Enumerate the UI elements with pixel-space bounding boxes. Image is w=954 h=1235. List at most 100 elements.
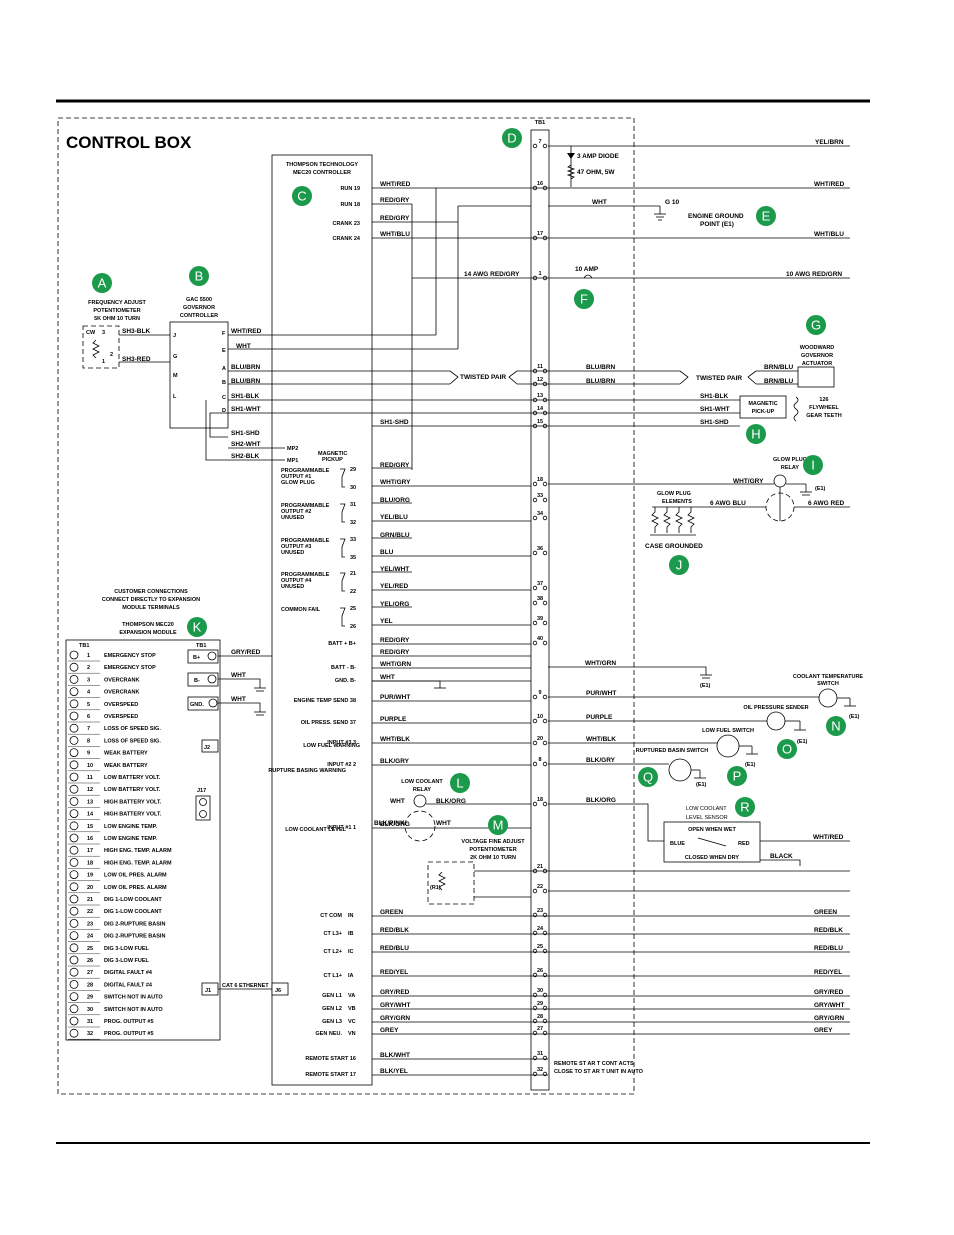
- output-name-3: GLOW PLUG: [281, 480, 315, 486]
- tb-strip-number: 12: [537, 377, 543, 383]
- gen-term-wire: RED/YEL: [380, 969, 408, 976]
- exp-j2: [201, 739, 219, 753]
- gen-term-right-wire: GRY/GRN: [814, 1015, 844, 1022]
- tb-strip-number: 24: [537, 926, 544, 932]
- tb1-number: 26: [87, 958, 93, 964]
- tb1-function: OVERCRANK: [104, 690, 139, 696]
- tb1-screw: [69, 955, 79, 965]
- tb1-function: SWITCH NOT IN AUTO: [104, 995, 163, 1001]
- callout-letter: P: [733, 769, 742, 784]
- tb1-number: 3: [87, 677, 90, 683]
- callout-letter: J: [676, 558, 683, 573]
- gen-term-label: CT L3+: [324, 931, 343, 937]
- tb1-number: 12: [87, 787, 93, 793]
- gen-term-pin: IN: [348, 913, 354, 919]
- j6-label: J6: [275, 988, 281, 994]
- ground-e1-a: (E1): [700, 683, 711, 689]
- tb1-number: 6: [87, 714, 90, 720]
- tb1-screw: [69, 882, 79, 892]
- sh1-wht-right: SH1-WHT: [700, 406, 730, 413]
- gen-term-label: CT COM: [320, 913, 342, 919]
- tb-blu-brn-11: BLU/BRN: [586, 364, 616, 371]
- exp-wht-1: WHT: [231, 672, 246, 679]
- mec20-controller: [271, 154, 373, 1086]
- output-name-3: UNUSED: [281, 515, 304, 521]
- tb1-function: DIG 3-LOW FUEL: [104, 958, 150, 964]
- lcs-open-wet: OPEN WHEN WET: [688, 827, 736, 833]
- output-wire-1: BLU/ORG: [380, 497, 410, 504]
- tb1-function: DIG 1-LOW COOLANT: [104, 897, 162, 903]
- output-term-1: 31: [350, 502, 356, 508]
- output-wire-2: BLU: [380, 549, 394, 556]
- tb1-number: 17: [87, 848, 93, 854]
- woodward-3: ACTUATOR: [802, 361, 832, 367]
- tb1-screw: [69, 675, 79, 684]
- tb1-number: 32: [87, 1031, 93, 1037]
- ground-e1-e: (E1): [696, 782, 707, 788]
- svg-text:B: B: [222, 380, 226, 386]
- output-term-2: 32: [350, 520, 356, 526]
- freq-adjust-2: POTENTIOMETER: [93, 308, 140, 314]
- label-g10: G 10: [665, 199, 679, 206]
- tb1-number: 24: [87, 934, 94, 940]
- lcs-blue: BLUE: [670, 841, 685, 847]
- tb1-function: HIGH ENG. TEMP. ALARM: [104, 860, 172, 866]
- input1-desc: LOW COOLANT LEVEL: [285, 827, 346, 833]
- tb1-function: LOW OIL PRES. ALARM: [104, 873, 167, 879]
- callout-letter: Q: [643, 770, 653, 785]
- controller-term-wire: WHT/GRN: [380, 661, 411, 668]
- gen-term-wire: RED/BLU: [380, 945, 409, 952]
- tb1-function: DIG 2-RUPTURE BASIN: [104, 934, 165, 940]
- tb1-function: DIG 2-RUPTURE BASIN: [104, 921, 165, 927]
- tb1-function: LOW BATTERY VOLT.: [104, 775, 161, 781]
- low-fuel-label: LOW FUEL SWITCH: [702, 728, 754, 734]
- output-wire-2: YEL: [380, 618, 393, 625]
- tb-strip-number: 10: [537, 714, 543, 720]
- exp-gry-red: GRY/RED: [231, 649, 261, 656]
- label-10amp: 10 AMP: [575, 266, 599, 273]
- exp-bplus: B+: [193, 655, 200, 661]
- gac-wht: WHT: [236, 343, 251, 350]
- rupt-label: RUPTURED BASIN SWITCH: [636, 748, 708, 754]
- tb1-function: EMERGENCY STOP: [104, 653, 156, 659]
- output-term-2: 22: [350, 589, 356, 595]
- label-10awg: 10 AWG RED/GRN: [786, 271, 842, 278]
- tb1-screw: [69, 797, 79, 806]
- right-sensor-wire: BLK/ORG: [586, 797, 616, 804]
- cat6-label: CAT 6 ETHERNET: [222, 983, 269, 989]
- svg-text:C: C: [222, 395, 226, 401]
- ground-e1-d: (E1): [745, 762, 756, 768]
- exp-j17-label: J17: [197, 788, 206, 794]
- low-fuel-switch: [716, 734, 740, 758]
- woodward-actuator: [797, 366, 835, 388]
- control-box-outline: [57, 117, 635, 1095]
- gac-wht-red: WHT/RED: [231, 328, 262, 335]
- tb1-screw: [69, 845, 79, 855]
- tb1-function: OVERSPEED: [104, 702, 138, 708]
- gac-blu-brn-1: BLU/BRN: [231, 364, 261, 371]
- output-term-1: 21: [350, 571, 356, 577]
- controller-term-label: GND. B-: [335, 678, 356, 684]
- output-name: PROGRAMMABLE: [281, 468, 330, 474]
- gac-controller: [169, 321, 229, 429]
- tb1-strip-label: TB1: [535, 120, 545, 126]
- tb-strip-number: 34: [537, 511, 544, 517]
- tb-strip-number: 36: [537, 546, 543, 552]
- tb1-screw: [69, 736, 79, 745]
- callout-letter: I: [811, 458, 815, 473]
- tb-blu-brn-12: BLU/BRN: [586, 378, 616, 385]
- tb-strip-number: 38: [537, 596, 543, 602]
- output-term-1: 33: [350, 537, 356, 543]
- mp1-label: MP1: [287, 458, 298, 464]
- ground-e1-c: (E1): [797, 739, 808, 745]
- lcs-wht-red: WHT/RED: [813, 834, 844, 841]
- tb1-screw: [69, 870, 79, 879]
- callout-circle: [189, 266, 209, 286]
- sh1-shd-gac: SH1-SHD: [231, 430, 260, 437]
- tb1-number: 28: [87, 982, 93, 988]
- right-sensor-wire: BLK/GRY: [586, 757, 616, 764]
- callout-circle: [777, 739, 797, 759]
- lcr-1: LOW COOLANT: [401, 779, 443, 785]
